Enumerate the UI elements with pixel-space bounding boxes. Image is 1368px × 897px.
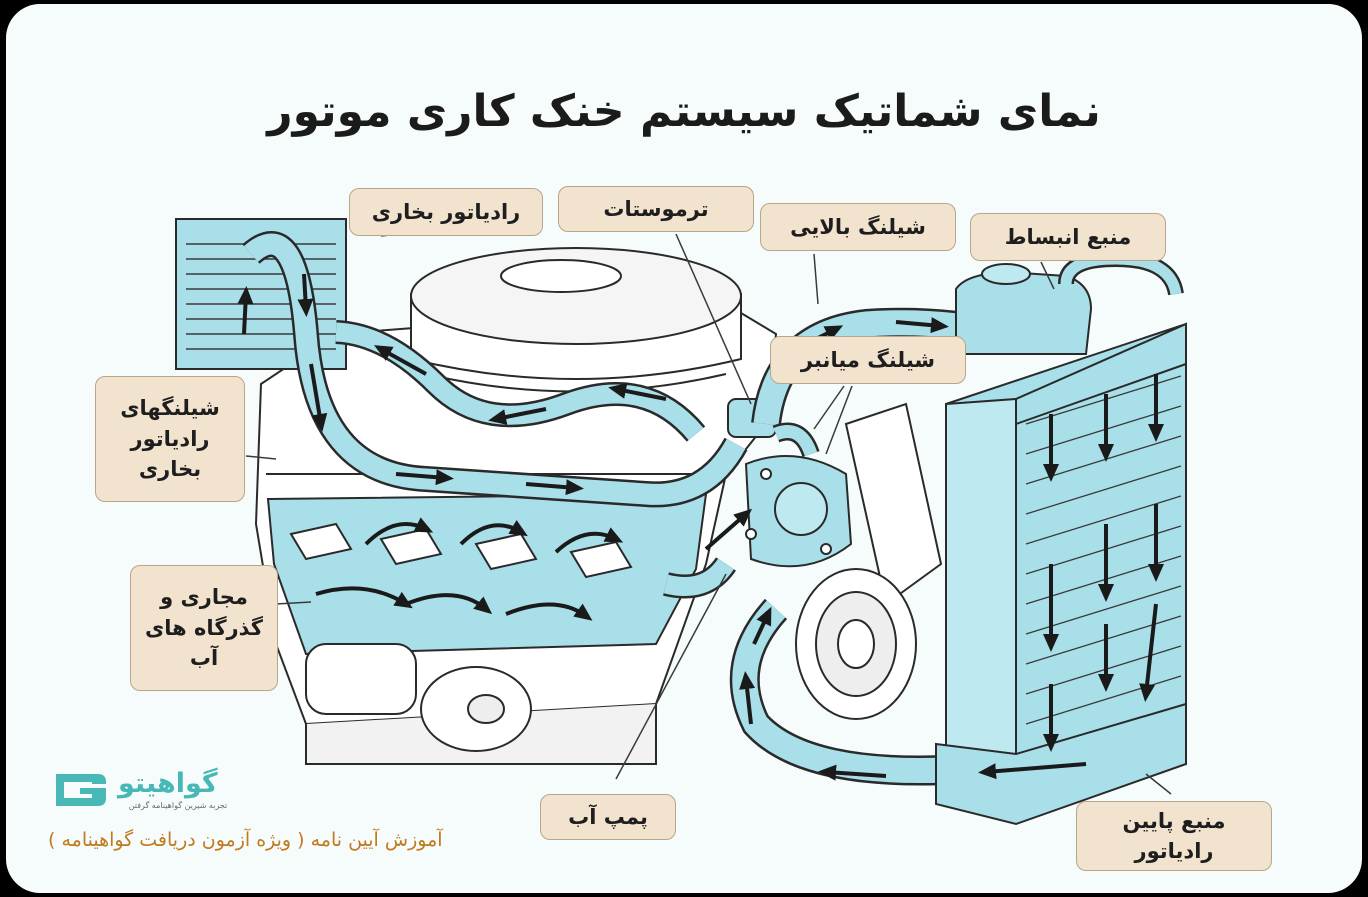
label-water-jackets: مجاری و گذرگاه های آب [130,565,278,691]
heater-hoses [237,231,748,508]
gavahito-logo-icon [56,774,106,806]
label-heater-radiator: رادیاتور بخاری [349,188,543,236]
brand-name: گواهیتو [118,768,218,799]
cooling-system-diagram [175,218,1187,826]
label-water-pump: پمپ آب [540,794,676,840]
starter-motor [305,643,532,752]
brand-tagline: تجربه شیرین گواهینامه گرفتن [128,801,228,810]
expansion-tank [955,250,1184,355]
bypass-hose [772,422,820,458]
label-expansion-tank: منبع انبساط [970,213,1166,261]
water-jackets [266,492,708,656]
label-bypass-hose: شیلنگ میانبر [770,336,966,384]
lower-hose [663,508,967,786]
page-frame: نمای شماتیک سیستم خنک کاری موتور [6,4,1362,893]
leader-lines [245,231,1172,795]
label-upper-hose: شیلنگ بالایی [760,203,956,251]
label-heater-hoses: شیلنگهای رادیاتور بخاری [95,376,245,502]
air-cleaner [410,247,742,393]
label-thermostat: ترموستات [558,186,754,232]
footer-text: آموزش آیین نامه ( ویژه آزمون دریافت گواه… [48,829,443,851]
page-title: نمای شماتیک سیستم خنک کاری موتور [267,86,1101,137]
main-radiator [935,322,1187,826]
fan-belt [795,402,943,720]
label-lower-tank: منبع پایین رادیاتور [1076,801,1272,871]
